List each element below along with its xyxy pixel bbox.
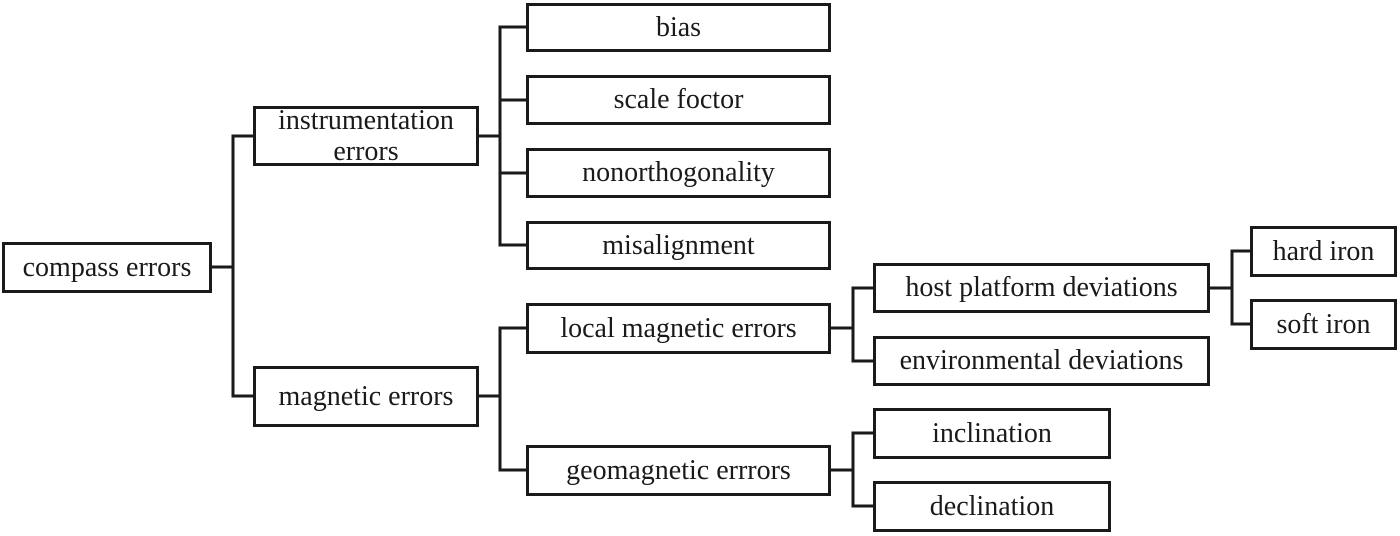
node-local-magnetic-errors: local magnetic errors <box>526 303 831 354</box>
node-scale-factor: scale foctor <box>526 75 831 125</box>
node-soft-iron: soft iron <box>1250 299 1397 350</box>
node-bias: bias <box>526 3 831 52</box>
node-inclination: inclination <box>873 408 1111 459</box>
node-misalignment: misalignment <box>526 221 831 270</box>
node-nonorthogonality: nonorthogonality <box>526 148 831 198</box>
node-compass-errors: compass errors <box>2 242 212 293</box>
node-geomagnetic-errors: geomagnetic errrors <box>526 445 831 496</box>
node-environmental-deviations: environmental deviations <box>873 336 1210 386</box>
node-hard-iron: hard iron <box>1250 226 1397 277</box>
node-magnetic-errors: magnetic errors <box>253 366 479 427</box>
node-declination: declination <box>873 481 1111 532</box>
node-instrumentation-errors: instrumentation errors <box>253 105 479 167</box>
node-host-platform-deviations: host platform deviations <box>873 263 1210 313</box>
